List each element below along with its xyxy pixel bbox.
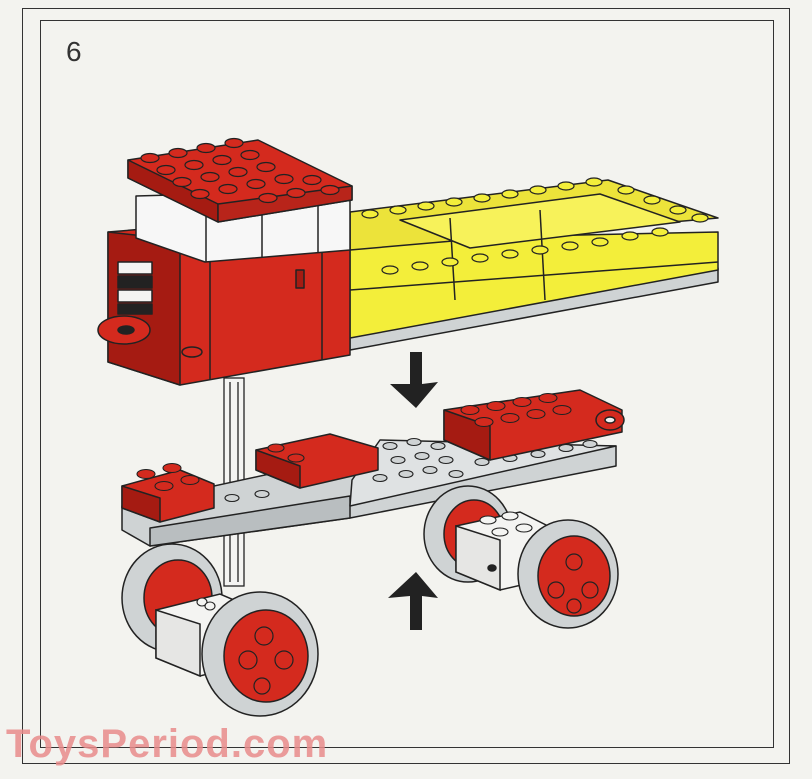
- watermark: ToysPeriod.com: [6, 722, 329, 766]
- front-wheel-assembly: [121, 543, 319, 717]
- rear-wheel-assembly: [423, 485, 619, 629]
- page-border-inner: [40, 20, 774, 748]
- arrow-down-icon: [390, 352, 438, 408]
- page-border-outer: [22, 8, 790, 764]
- chassis-lower-assembly: [121, 389, 625, 547]
- step-number: 6: [66, 36, 82, 67]
- truck-upper-assembly: [97, 137, 719, 386]
- arrow-up-icon: [388, 572, 438, 630]
